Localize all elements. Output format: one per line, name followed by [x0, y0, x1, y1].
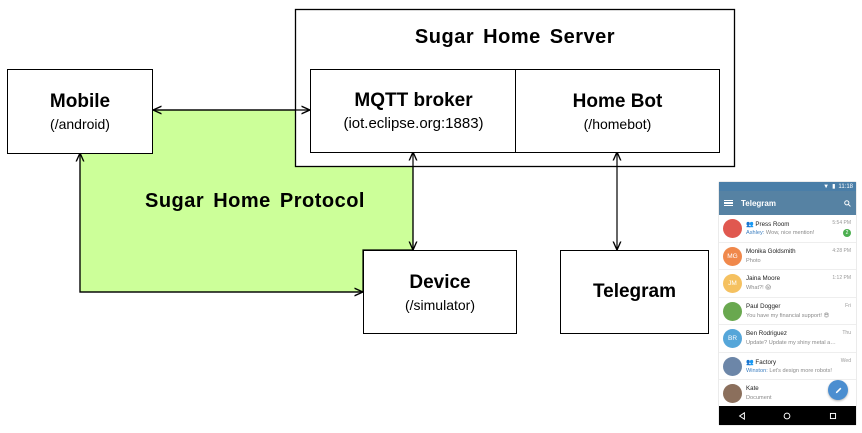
battery-icon: ▮ [832, 184, 836, 190]
chat-sender: Winston: [746, 367, 770, 374]
chat-name: Kate [746, 385, 759, 392]
device-box: Device (/simulator) [363, 250, 517, 334]
avatar: JM [723, 274, 742, 293]
home-icon[interactable] [783, 412, 791, 420]
mqtt-broker-address: (iot.eclipse.org:1883) [343, 115, 484, 132]
mobile-path: (/android) [50, 116, 110, 132]
chat-time: 5:54 PM [832, 220, 851, 226]
mobile-device-connector [80, 153, 363, 292]
chat-preview: You have my financial support! 😎 [746, 313, 829, 319]
chat-name: Jaina Moore [746, 275, 781, 282]
homebot-path: (/homebot) [583, 115, 652, 132]
avatar: BR [723, 329, 742, 348]
chat-time: 1:12 PM [832, 275, 851, 281]
avatar [723, 356, 742, 376]
device-title: Device [409, 271, 471, 293]
recents-icon[interactable] [829, 412, 837, 420]
chat-time: Fri [845, 302, 851, 309]
mqtt-broker-box: MQTT broker (iot.eclipse.org:1883) [310, 69, 517, 153]
chat-preview: Winston: Let's design more robots! [746, 368, 832, 374]
android-nav-bar [719, 406, 856, 425]
chat-time: Thu [842, 330, 851, 336]
chat-message: Let's design more robots! [769, 367, 832, 374]
status-time: 11:18 [838, 183, 853, 190]
compose-button[interactable] [828, 380, 848, 400]
chat-name: Monika Goldsmith [746, 247, 796, 255]
device-path: (/simulator) [404, 296, 475, 313]
phone-app-title: Telegram [741, 198, 776, 208]
chat-preview: Update? Update my shiny metal a… [746, 340, 836, 346]
hamburger-menu-icon[interactable] [724, 199, 733, 207]
avatar [723, 301, 742, 321]
chat-preview: Photo [746, 258, 761, 264]
chat-name: Ben Rodriguez [746, 330, 787, 337]
homebot-title: Home Bot [572, 90, 663, 112]
chat-time: Wed [840, 357, 851, 364]
mobile-title: Mobile [49, 91, 111, 112]
chat-message: Wow, nice mention! [765, 230, 815, 236]
chat-preview: Document [746, 395, 772, 401]
chat-message: You have my financial support! 😎 [746, 312, 830, 319]
avatar [723, 384, 742, 403]
chat-sender: Ashley: [746, 230, 766, 236]
phone-app-bar: Telegram [719, 191, 856, 215]
chat-message: Photo [746, 257, 761, 264]
wifi-icon: ▼ [823, 183, 830, 190]
chat-name: Paul Dogger [746, 302, 781, 310]
mobile-box: Mobile (/android) [7, 69, 153, 154]
avatar [723, 219, 742, 238]
search-icon[interactable] [844, 199, 851, 207]
telegram-box: Telegram [560, 250, 709, 334]
server-title: Sugar Home Server [414, 26, 616, 48]
chat-time: 4:28 PM [832, 247, 851, 254]
chat-message: Update? Update my shiny metal a… [746, 340, 836, 346]
chat-name: 👥 Press Room [746, 221, 790, 228]
chat-name: 👥 Factory [746, 358, 777, 366]
unread-badge: 2 [843, 229, 851, 237]
phone-status-bar: ▼ ▮ 11:18 [719, 182, 856, 191]
telegram-title: Telegram [592, 281, 677, 302]
mqtt-broker-title: MQTT broker [354, 90, 473, 111]
homebot-box: Home Bot (/homebot) [515, 69, 720, 153]
chat-message: Document [746, 395, 772, 401]
pencil-icon [835, 387, 841, 393]
chat-message: What?! 😱 [746, 285, 772, 291]
avatar: MG [723, 246, 742, 266]
chat-preview: What?! 😱 [746, 285, 771, 291]
chat-preview: Ashley: Wow, nice mention! [746, 230, 814, 236]
back-icon[interactable] [738, 411, 746, 420]
protocol-label: Sugar Home Protocol [145, 190, 365, 212]
